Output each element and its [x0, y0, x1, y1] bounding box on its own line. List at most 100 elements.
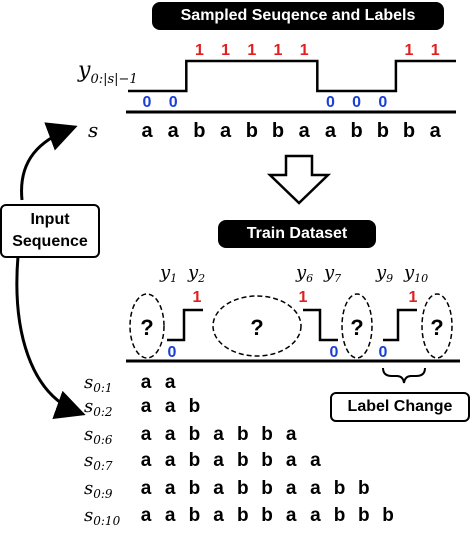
subsequence-char: b	[189, 396, 201, 417]
train-y-name: y2	[187, 262, 205, 285]
input-sequence-line2: Sequence	[12, 233, 88, 250]
train-waveform	[167, 308, 417, 342]
unknown-region	[129, 293, 165, 359]
label-value: 1	[247, 42, 256, 59]
train-label-value: 1	[299, 289, 308, 306]
sequence-char: a	[168, 120, 180, 142]
unknown-region	[421, 293, 453, 359]
subsequence-char: a	[165, 372, 176, 393]
s-label: s	[88, 118, 98, 142]
train-y-name: y6	[295, 262, 313, 285]
subsequence-char: b	[237, 450, 249, 471]
input-sequence-box: Input Sequence	[0, 204, 100, 258]
label-value: 1	[431, 42, 440, 59]
subsequence-char: a	[141, 478, 152, 499]
subsequence-char: a	[165, 505, 176, 526]
subsequence-label: s0:9	[84, 478, 113, 501]
title-train-dataset: Train Dataset	[218, 220, 376, 248]
down-arrow-icon	[266, 154, 332, 205]
subsequence-char: a	[165, 478, 176, 499]
train-y-name: y1	[159, 262, 177, 285]
subsequence-label: s0:7	[84, 450, 113, 473]
subsequence-char: b	[189, 505, 201, 526]
sequence-char: a	[430, 120, 442, 142]
subsequence-char: b	[189, 478, 201, 499]
unknown-region	[341, 293, 373, 359]
label-waveform-line	[128, 59, 456, 93]
subsequence-char: b	[334, 478, 346, 499]
subsequence-char: a	[310, 478, 321, 499]
y-sequence-label: y0:|s|−1	[77, 58, 138, 87]
unknown-mark: ?	[430, 315, 443, 340]
sequence-char: a	[299, 120, 311, 142]
subsequence-char: b	[358, 505, 370, 526]
subsequence-char: a	[141, 450, 152, 471]
subsequence-char: b	[382, 505, 394, 526]
subsequence-char: a	[286, 478, 297, 499]
unknown-region	[212, 295, 302, 357]
subsequence-char: a	[141, 424, 152, 445]
label-value: 0	[169, 94, 178, 111]
train-y-name: y7	[323, 262, 341, 285]
unknown-mark: ?	[250, 315, 263, 340]
subsequence-char: b	[237, 505, 249, 526]
subsequence-char: a	[310, 450, 321, 471]
label-waveform	[128, 59, 456, 93]
train-waveform-segment	[167, 308, 203, 342]
sequence-char: b	[193, 120, 205, 142]
subsequence-char: b	[237, 478, 249, 499]
arrow-to-sequence	[20, 122, 78, 201]
subsequence-char: a	[165, 450, 176, 471]
subsequence-char: a	[141, 505, 152, 526]
train-waveform-segment	[383, 308, 417, 342]
label-value: 0	[378, 94, 387, 111]
subsequence-char: b	[358, 478, 370, 499]
subsequence-char: b	[334, 505, 346, 526]
sequence-char: b	[272, 120, 284, 142]
subsequence-char: a	[213, 505, 224, 526]
train-y-name: y10	[403, 262, 428, 285]
label-value: 1	[274, 42, 283, 59]
sequence-char: b	[377, 120, 389, 142]
title-sampled-sequence: Sampled Seuqence and Labels	[152, 2, 444, 30]
label-value: 1	[405, 42, 414, 59]
subsequence-char: a	[213, 424, 224, 445]
subsequence-char: b	[261, 424, 273, 445]
subsequence-char: a	[141, 396, 152, 417]
label-change-box: Label Change	[330, 392, 470, 422]
label-value: 0	[326, 94, 335, 111]
input-sequence-line1: Input	[30, 211, 70, 228]
label-value: 1	[221, 42, 230, 59]
sequence-char: a	[141, 120, 153, 142]
subsequence-char: a	[286, 505, 297, 526]
subsequence-char: b	[261, 450, 273, 471]
subsequence-char: b	[261, 505, 273, 526]
subsequence-char: a	[165, 396, 176, 417]
subsequence-char: a	[286, 424, 297, 445]
unknown-mark: ?	[350, 315, 363, 340]
subsequence-char: a	[213, 478, 224, 499]
subsequence-char: b	[189, 424, 201, 445]
sequence-char: a	[325, 120, 337, 142]
brace-icon	[382, 367, 426, 384]
train-label-value: 0	[379, 344, 388, 361]
subsequence-label: s0:6	[84, 424, 113, 447]
subsequence-char: a	[310, 505, 321, 526]
sequence-char: a	[220, 120, 232, 142]
label-value: 1	[300, 42, 309, 59]
sequence-char: b	[246, 120, 258, 142]
train-label-value: 1	[193, 289, 202, 306]
train-label-value: 0	[168, 344, 177, 361]
sequence-char: b	[403, 120, 415, 142]
subsequence-label: s0:1	[84, 372, 113, 395]
subsequence-char: b	[261, 478, 273, 499]
train-y-name: y9	[375, 262, 393, 285]
subsequence-char: a	[213, 450, 224, 471]
arrow-to-subsequences	[15, 255, 86, 419]
train-waveform-segment	[303, 308, 338, 342]
subsequence-char: a	[141, 372, 152, 393]
